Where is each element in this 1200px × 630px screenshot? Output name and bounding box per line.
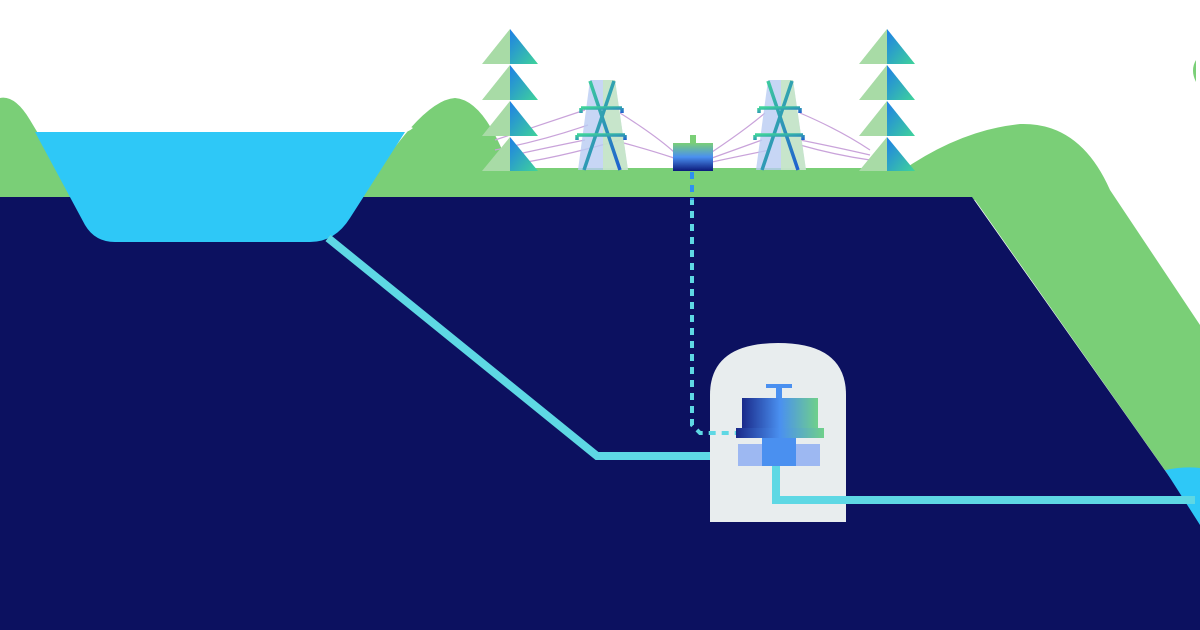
turbine-generator [736,384,824,466]
reservoir-waves [35,124,413,132]
far-right-hill-edge [1193,60,1196,82]
penstock-pipe [325,234,740,460]
pylon-left [570,79,632,172]
tree-right [859,29,915,171]
pylon-right [748,79,810,172]
underground [0,197,1200,630]
substation [673,135,713,171]
tree-left [482,29,538,171]
right-hill [900,123,1200,520]
tailrace-pipe [772,465,1195,504]
upper-reservoir [35,132,405,242]
